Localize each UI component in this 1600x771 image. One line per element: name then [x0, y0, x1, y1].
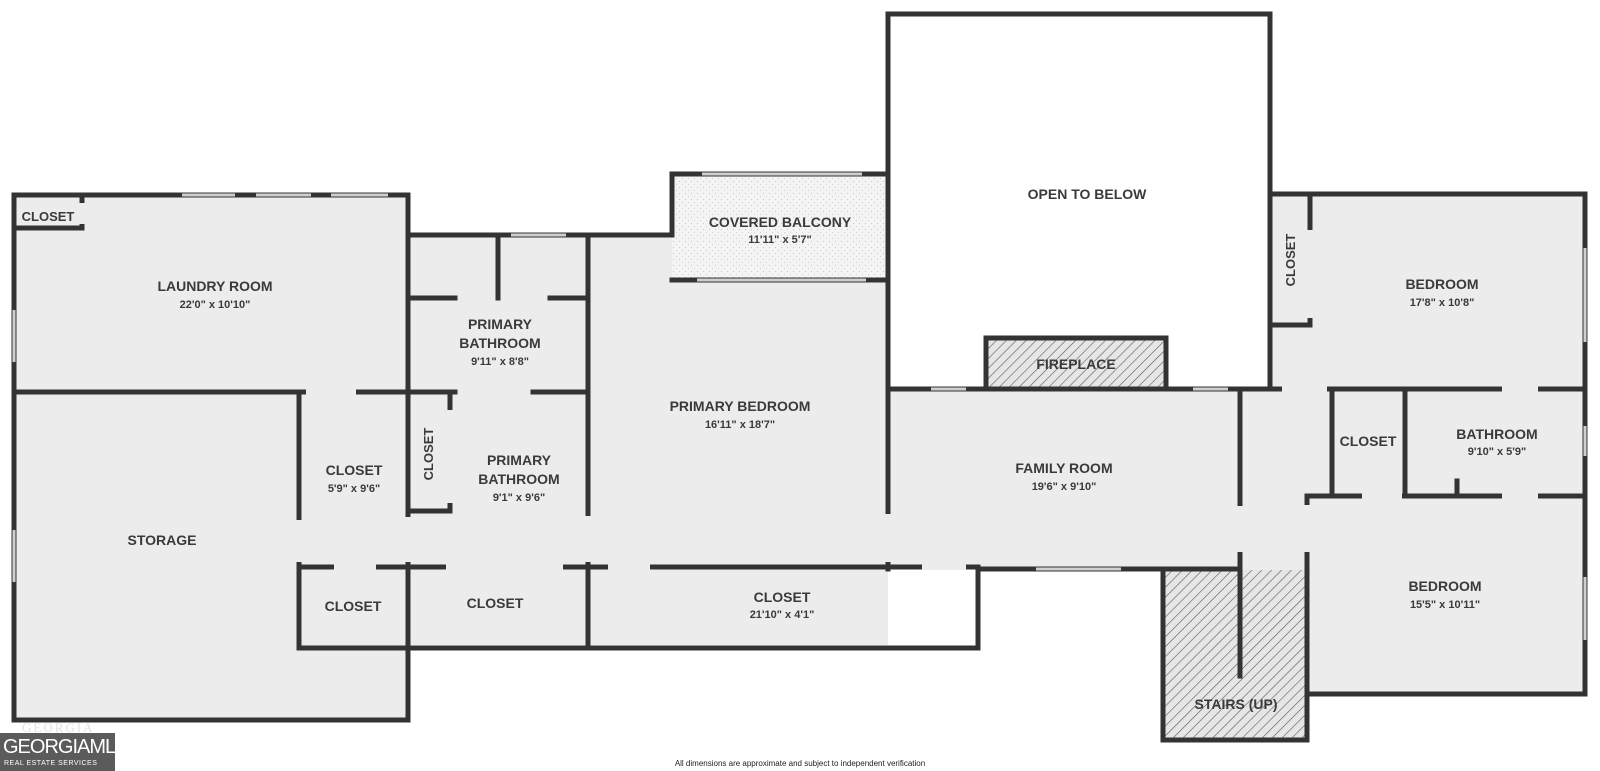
primary-bedroom-dimensions: 16'11" x 18'7" — [705, 419, 775, 431]
logo-watermark: GEORGIA — [22, 720, 95, 735]
closet-a-label: CLOSET — [326, 462, 383, 478]
dimensions-disclaimer: All dimensions are approximate and subje… — [675, 759, 925, 768]
logo-brand-text: GEORGIAMLS — [3, 736, 128, 758]
bathroom-label: BATHROOM — [1456, 426, 1537, 442]
bedroom-2-dimensions: 15'5" x 10'11" — [1410, 599, 1480, 611]
room-floors — [14, 14, 1585, 740]
laundry-room-label: LAUNDRY ROOM — [157, 278, 272, 294]
primary-bathroom-2-line2: BATHROOM — [478, 471, 559, 487]
windows — [12, 172, 1587, 640]
covered-balcony-label: COVERED BALCONY — [709, 214, 852, 230]
closet-top-left-label: CLOSET — [22, 209, 75, 224]
primary-bathroom-1-dimensions: 9'11" x 8'8" — [471, 356, 529, 368]
logo-tagline: REAL ESTATE SERVICES — [4, 760, 98, 767]
covered-balcony-dimensions: 11'11" x 5'7" — [748, 234, 811, 246]
stairs-label: STAIRS (UP) — [1195, 696, 1278, 712]
closet-right-vertical-label: CLOSET — [1283, 234, 1298, 287]
georgia-mls-logo: GEORGIAMLS REAL ESTATE SERVICES — [0, 733, 128, 771]
door-openings — [79, 203, 1538, 570]
family-room-label: FAMILY ROOM — [1015, 460, 1112, 476]
closet-long-dimensions: 21'10" x 4'1" — [750, 609, 815, 621]
primary-bathroom-2-dimensions: 9'1" x 9'6" — [493, 492, 545, 504]
family-room-dimensions: 19'6" x 9'10" — [1032, 481, 1097, 493]
fireplace-label: FIREPLACE — [1036, 356, 1115, 372]
primary-bathroom-1-line1: PRIMARY — [468, 316, 533, 332]
closet-b-label: CLOSET — [325, 598, 382, 614]
bedroom-1-label: BEDROOM — [1405, 276, 1478, 292]
closet-long-label: CLOSET — [754, 589, 811, 605]
primary-bathroom-2-line1: PRIMARY — [487, 452, 552, 468]
bedroom-1-dimensions: 17'8" x 10'8" — [1410, 297, 1475, 309]
storage-label: STORAGE — [128, 532, 197, 548]
primary-bedroom-label: PRIMARY BEDROOM — [670, 398, 811, 414]
open-to-below-label: OPEN TO BELOW — [1028, 186, 1148, 202]
closet-vertical-label: CLOSET — [421, 428, 436, 481]
closet-a-dimensions: 5'9" x 9'6" — [328, 483, 380, 495]
laundry-room-dimensions: 22'0" x 10'10" — [180, 299, 251, 311]
room-labels: CLOSET LAUNDRY ROOM 22'0" x 10'10" STORA… — [22, 186, 1538, 768]
primary-bathroom-1-line2: BATHROOM — [459, 335, 540, 351]
closet-right-label: CLOSET — [1340, 433, 1397, 449]
closet-c-label: CLOSET — [467, 595, 524, 611]
bedroom-2-label: BEDROOM — [1408, 578, 1481, 594]
bathroom-dimensions: 9'10" x 5'9" — [1468, 446, 1526, 458]
